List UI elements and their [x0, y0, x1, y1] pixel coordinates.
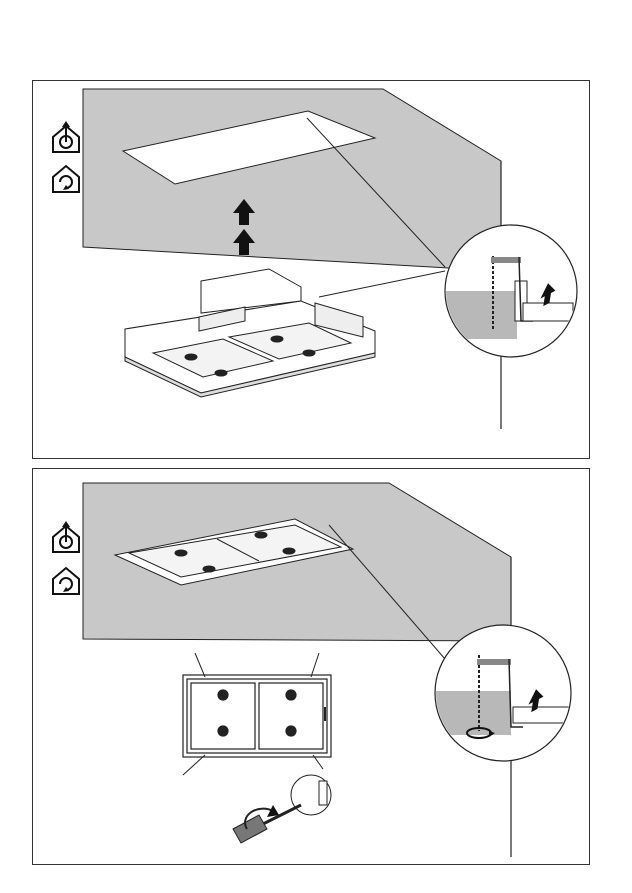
- ceiling-recess-panel: [32, 80, 590, 459]
- ducted-exhaust-icon: [49, 121, 83, 155]
- recess-illustration: [33, 81, 589, 458]
- recirculation-icon: [49, 563, 83, 597]
- fastening-panel: [32, 468, 590, 865]
- detail-circle-clamp: [445, 225, 577, 357]
- fastening-illustration: [33, 469, 589, 864]
- detail-circle-screw: [435, 625, 571, 761]
- recirculation-icon: [49, 161, 83, 195]
- hood-bottom-view: [183, 675, 331, 757]
- screwdriver: [233, 805, 301, 843]
- ducted-exhaust-icon: [49, 521, 83, 555]
- clamp-closeup: [291, 775, 331, 815]
- hood-unit: [125, 269, 375, 397]
